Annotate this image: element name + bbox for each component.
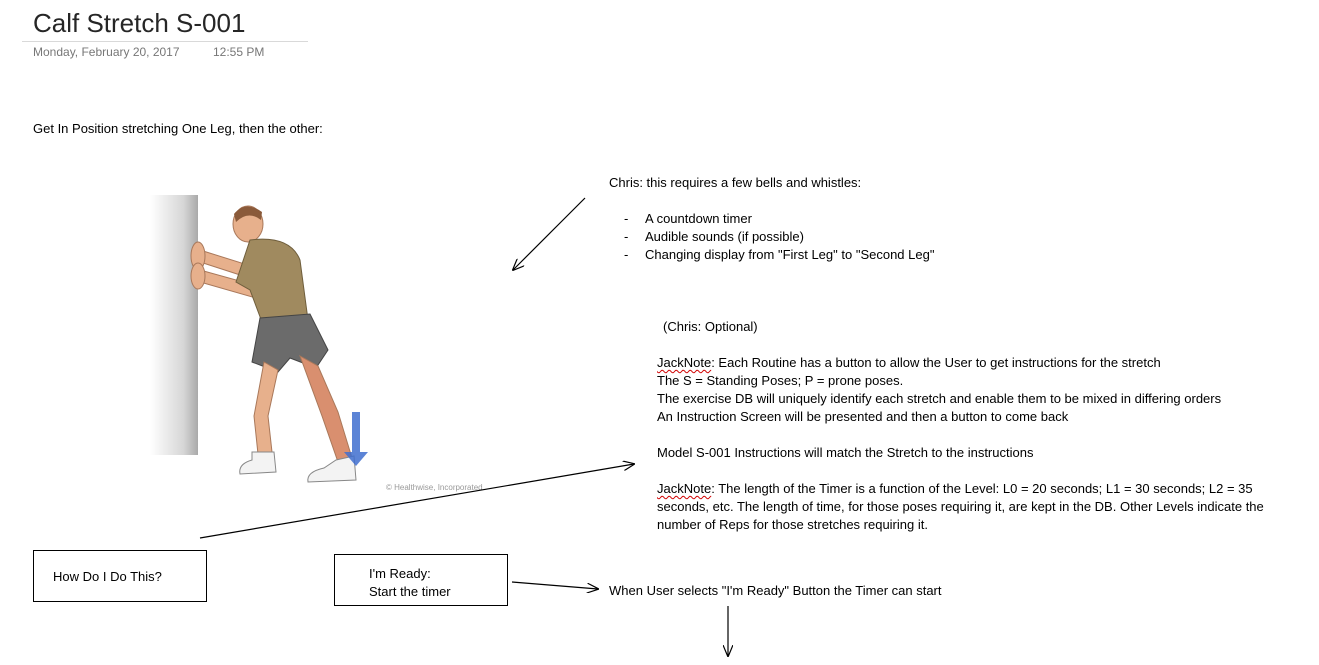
how-to-button[interactable]: How Do I Do This? <box>33 550 207 602</box>
arrow-to-illustration <box>513 197 586 270</box>
hair <box>234 206 262 222</box>
chris-note-list: - A countdown timer - Audible sounds (if p… <box>609 210 934 264</box>
front-shoe <box>239 451 277 475</box>
intro-text: Get In Position stretching One Leg, then… <box>33 121 323 136</box>
chris-note-heading: Chris: this requires a few bells and whi… <box>609 175 862 190</box>
bullet-dash: - <box>624 229 629 244</box>
jacknote-1-line1: JackNote: Each Routine has a button to a… <box>657 354 1221 372</box>
hand-lower <box>190 262 206 290</box>
jacknote-1-line3: The exercise DB will uniquely identify e… <box>657 391 1222 406</box>
jacknote-1-text: : Each Routine has a button to allow the… <box>711 355 1161 370</box>
bullet-dash: - <box>624 247 629 262</box>
wall-shape <box>150 195 198 455</box>
arrow-to-timer-note <box>511 581 598 589</box>
list-item: - A countdown timer <box>609 210 934 228</box>
list-item: - Audible sounds (if possible) <box>609 228 934 246</box>
calf-stretch-figure-icon <box>150 195 368 483</box>
jacknote-tag: JackNote <box>657 481 712 496</box>
list-item-text: A countdown timer <box>645 211 752 226</box>
list-item: - Changing display from "First Leg" to "S… <box>609 246 934 264</box>
jacknote-1: JackNote: Each Routine has a button to a… <box>657 354 1221 426</box>
calf-stretch-illustration <box>140 190 510 500</box>
how-to-button-label: How Do I Do This? <box>53 569 162 584</box>
bullet-dash: - <box>624 211 629 226</box>
arrow-to-model-note <box>199 464 634 539</box>
ready-button-label: I'm Ready: <box>369 566 431 581</box>
title-divider <box>22 41 308 42</box>
model-note: Model S-001 Instructions will match the … <box>657 445 1034 460</box>
ready-button[interactable]: I'm Ready: Start the timer <box>334 554 508 606</box>
illustration-credit: © Healthwise, Incorporated <box>386 483 483 492</box>
jacknote-tag: JackNote <box>657 355 712 370</box>
ready-button-sublabel: Start the timer <box>369 584 451 599</box>
back-shoe <box>307 455 357 483</box>
page-date: Monday, February 20, 2017 <box>33 45 180 59</box>
list-item-text: Changing display from "First Leg" to "Se… <box>645 247 935 262</box>
stretch-direction-icon <box>344 412 368 466</box>
jacknote-2: JackNote: The length of the Timer is a f… <box>657 480 1297 534</box>
jacknote-1-line4: An Instruction Screen will be presented … <box>657 409 1069 424</box>
timer-note: When User selects "I'm Ready" Button the… <box>609 583 942 598</box>
jacknote-2-text: : The length of the Timer is a function … <box>657 481 1264 532</box>
jacknote-1-line2: The S = Standing Poses; P = prone poses. <box>657 373 904 388</box>
page-time: 12:55 PM <box>213 45 265 59</box>
optional-note: (Chris: Optional) <box>663 319 758 334</box>
list-item-text: Audible sounds (if possible) <box>645 229 804 244</box>
page-title: Calf Stretch S-001 <box>33 8 246 38</box>
